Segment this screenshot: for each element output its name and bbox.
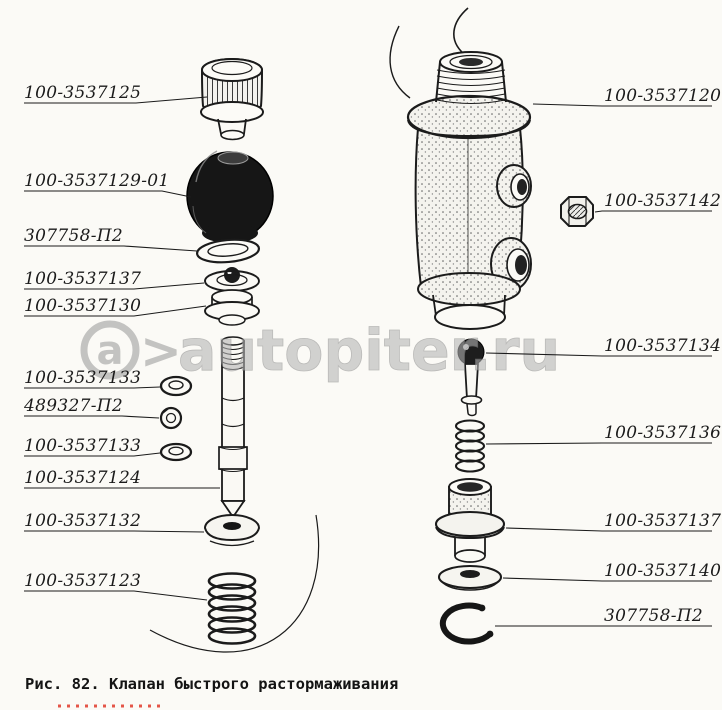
part-label-right-6: 307758-П2	[604, 606, 703, 626]
sketch-curve-top	[453, 7, 469, 55]
part-label-right-1: 100-3537142	[604, 191, 721, 211]
part-label-left-6: 489327-П2	[23, 396, 123, 416]
stem-drawing	[218, 336, 248, 519]
valve-guide-drawing	[204, 289, 260, 326]
washer-right-drawing	[437, 564, 503, 591]
ball-pin-drawing	[457, 338, 485, 417]
part-label-right-5: 100-3537140	[604, 561, 721, 581]
valve-body-drawing	[406, 51, 532, 330]
part-label-left-10: 100-3537123	[24, 571, 141, 591]
part-label-left-0: 100-3537125	[24, 83, 141, 103]
part-label-left-1: 100-3537129-01	[24, 171, 169, 191]
watermark-logo-icon	[80, 320, 140, 380]
sketch-curve-left	[389, 25, 411, 99]
part-label-left-9: 100-3537132	[24, 511, 141, 531]
watermark-arrow: >	[140, 322, 182, 380]
part-label-right-3: 100-3537136	[604, 423, 721, 443]
part-label-left-5: 100-3537133	[24, 368, 141, 388]
part-label-left-3: 100-3537137	[24, 269, 141, 289]
valve-cap-drawing	[200, 58, 264, 141]
washer-upper-drawing	[159, 375, 193, 397]
leader-lines	[24, 96, 712, 627]
spring-left-drawing	[207, 572, 257, 645]
washer-lower-drawing	[159, 442, 193, 462]
rubber-boot-drawing	[186, 150, 274, 243]
labels-left: 100-3537125 100-3537129-01 307758-П2 100…	[23, 83, 169, 591]
nut-drawing	[560, 196, 594, 227]
piston-drawing	[434, 478, 506, 563]
snap-ring-right-drawing	[439, 602, 494, 645]
part-label-right-4: 100-3537137	[604, 511, 721, 531]
part-label-left-7: 100-3537133	[24, 436, 141, 456]
watermark: a > autopiter.ru	[80, 318, 560, 384]
figure-caption: Рис. 82. Клапан быстрого растормаживания	[25, 675, 398, 693]
sketch-curve	[149, 514, 320, 653]
ball-seat-drawing	[204, 267, 260, 292]
snap-ring-left-drawing	[196, 238, 260, 264]
lock-washer-drawing	[159, 406, 183, 430]
cup-washer-drawing	[203, 514, 261, 547]
spring-right-drawing	[454, 419, 486, 473]
part-label-right-0: 100-3537120	[604, 86, 721, 106]
part-label-left-4: 100-3537130	[24, 296, 141, 316]
part-label-left-2: 307758-П2	[24, 226, 123, 246]
part-label-left-8: 100-3537124	[24, 468, 141, 488]
watermark-text: autopiter.ru	[178, 318, 560, 384]
part-label-right-2: 100-3537134	[604, 336, 721, 356]
watermark-logo-letter: a	[97, 328, 124, 374]
labels-right: 100-3537120 100-3537142 100-3537134 100-…	[604, 86, 721, 626]
